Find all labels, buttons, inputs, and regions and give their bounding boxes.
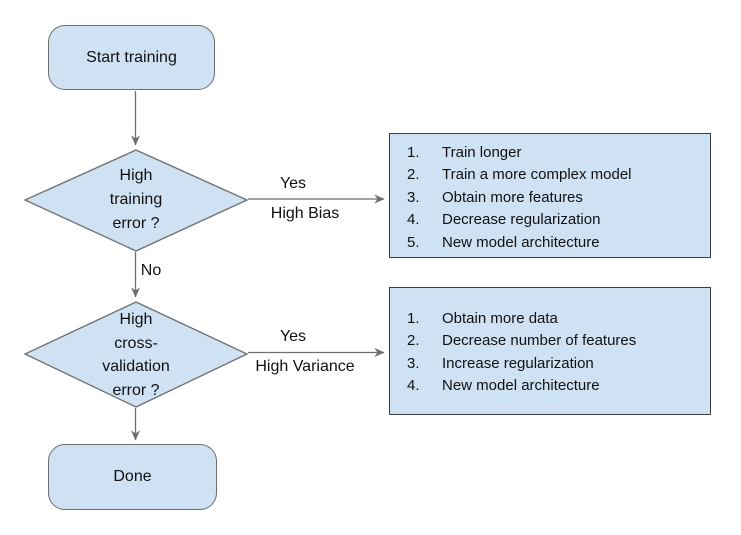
decision2-line: High bbox=[119, 311, 153, 328]
list-item-text: Train longer bbox=[442, 144, 522, 161]
list-item-text: Decrease regularization bbox=[442, 211, 601, 229]
edge-label-high-bias: High Bias bbox=[270, 205, 340, 222]
list-item-text: Decrease number of features bbox=[442, 332, 637, 350]
list-item: 4. Decrease regularization bbox=[407, 209, 710, 231]
decision2-cross-validation-error-node: High cross- validation error ? bbox=[56, 308, 216, 402]
list-item-number: 1. bbox=[407, 310, 420, 327]
decision1-line: High bbox=[119, 167, 153, 184]
list-item-number: 1. bbox=[407, 144, 420, 161]
decision1-diamond-shape bbox=[23, 149, 249, 252]
list-item-text: Obtain more features bbox=[442, 188, 583, 206]
list-item-number: 2. bbox=[407, 332, 420, 350]
high-variance-remedies-box: 1. Obtain more data 2. Decrease number o… bbox=[389, 287, 711, 415]
decision2-line: cross- bbox=[114, 334, 158, 352]
list-item: 2. Train a more complex model bbox=[407, 164, 710, 186]
edge-label-yes-2: Yes bbox=[279, 328, 307, 345]
edge-label-no: No bbox=[140, 262, 162, 279]
list-item: 3. Increase regularization bbox=[407, 353, 710, 375]
done-node-label: Done bbox=[113, 468, 152, 485]
edge-label-high-variance: High Variance bbox=[255, 358, 355, 375]
list-item-number: 4. bbox=[407, 211, 420, 229]
start-node-label: Start training bbox=[86, 48, 177, 66]
decision1-training-error-node: High training error ? bbox=[56, 164, 216, 236]
list-item: 1. Obtain more data bbox=[407, 308, 710, 330]
done-node: Done bbox=[48, 444, 217, 510]
list-item: 5. New model architecture bbox=[407, 232, 710, 254]
list-item-text: Obtain more data bbox=[442, 310, 558, 327]
list-item-text: New model architecture bbox=[442, 377, 600, 395]
list-item-text: Increase regularization bbox=[442, 354, 594, 372]
list-item: 3. Obtain more features bbox=[407, 187, 710, 209]
edge-label-yes-1: Yes bbox=[279, 175, 307, 192]
list-item-number: 2. bbox=[407, 166, 420, 184]
list-item-text: New model architecture bbox=[442, 233, 600, 251]
high-bias-remedies-box: 1. Train longer 2. Train a more complex … bbox=[389, 133, 711, 258]
decision1-line: training bbox=[109, 191, 163, 208]
decision2-diamond-shape bbox=[23, 301, 249, 408]
list-item-number: 3. bbox=[407, 188, 420, 206]
list-item-number: 4. bbox=[407, 377, 420, 395]
list-item: 4. New model architecture bbox=[407, 375, 710, 397]
list-item: 1. Train longer bbox=[407, 142, 710, 164]
decision2-line: validation bbox=[102, 358, 170, 375]
decision1-line: error ? bbox=[112, 215, 160, 232]
decision2-line: error ? bbox=[112, 381, 160, 399]
list-item-number: 5. bbox=[407, 233, 420, 251]
list-item-number: 3. bbox=[407, 354, 420, 372]
list-item: 2. Decrease number of features bbox=[407, 330, 710, 352]
start-node: Start training bbox=[48, 25, 215, 90]
list-item-text: Train a more complex model bbox=[442, 166, 632, 184]
